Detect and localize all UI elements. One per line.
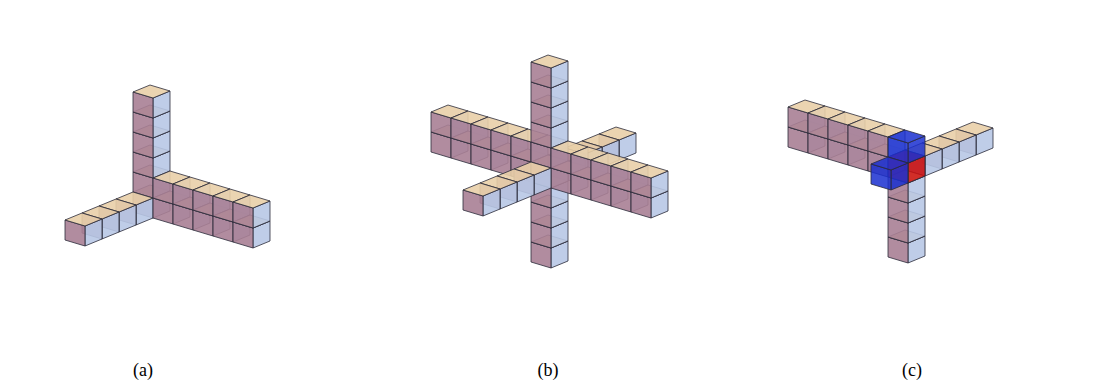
cube-face [133,85,170,98]
cube-face [463,183,500,196]
subfigure-label: (c) [902,360,922,381]
cube-face [233,195,270,208]
cube-face [65,213,102,226]
subfigure-label: (a) [133,360,153,381]
cube-face [631,165,668,178]
cube-figure-c [788,100,993,263]
subfigure-label: (b) [538,360,559,381]
cube-face [871,157,908,170]
cube-figure-b [431,55,668,268]
cube-face [531,55,568,68]
cube-face [888,130,925,143]
cube-figure-a [65,85,270,248]
